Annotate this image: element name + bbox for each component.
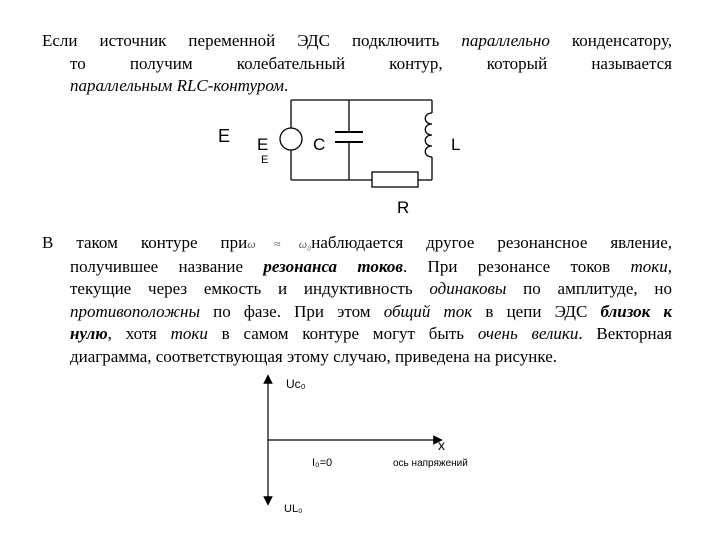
- para2-line-5: нулю, хотя токи в самом контуре могут бы…: [70, 324, 672, 343]
- label-c: C: [313, 135, 325, 154]
- emphasis-parallel: параллельно: [461, 31, 550, 50]
- paragraph-1: Если источник переменной ЭДС подключить …: [42, 30, 672, 98]
- para2-line-4: противоположны по фазе. При этом общий т…: [70, 301, 672, 321]
- label-e-left: E: [218, 126, 230, 146]
- para2-line-3: текущие через емкость и индуктивность од…: [70, 279, 672, 298]
- label-e-source: E: [257, 135, 268, 154]
- label-e-sub: E: [261, 154, 268, 166]
- formula-omega: ω ≈ ω₀: [247, 237, 312, 251]
- para2-line-2: получившее название резонанса токов. При…: [70, 256, 672, 276]
- paragraph-2: В таком контуре приω ≈ ω₀наблюдается дру…: [42, 232, 672, 368]
- label-uc0: Uc₀: [286, 377, 306, 391]
- para2-line-1: В таком контуре приω ≈ ω₀наблюдается дру…: [42, 232, 672, 256]
- emphasis-current-resonance: резонанса токов: [263, 256, 403, 276]
- label-l: L: [451, 135, 460, 154]
- label-r: R: [397, 198, 409, 217]
- inductor-coil: [424, 112, 433, 158]
- para1-line-3: параллельным RLC-контуром.: [70, 76, 289, 95]
- para1-line-1: Если источник переменной ЭДС подключить …: [42, 31, 672, 50]
- resistor-symbol: [371, 171, 419, 188]
- label-i0: I₀=0: [312, 457, 332, 469]
- label-ul0: UL₀: [284, 503, 303, 515]
- para2-line-6: диаграмма, соответствующая этому случаю,…: [70, 346, 558, 366]
- emphasis-parallel-rlc: параллельным RLC-контуром: [70, 76, 285, 95]
- para1-line-2: то получим колебательный контур, который…: [70, 53, 672, 73]
- emf-source-symbol: [279, 127, 303, 151]
- label-x: x: [438, 437, 445, 453]
- label-voltage-axis: ось напряжений: [393, 458, 468, 469]
